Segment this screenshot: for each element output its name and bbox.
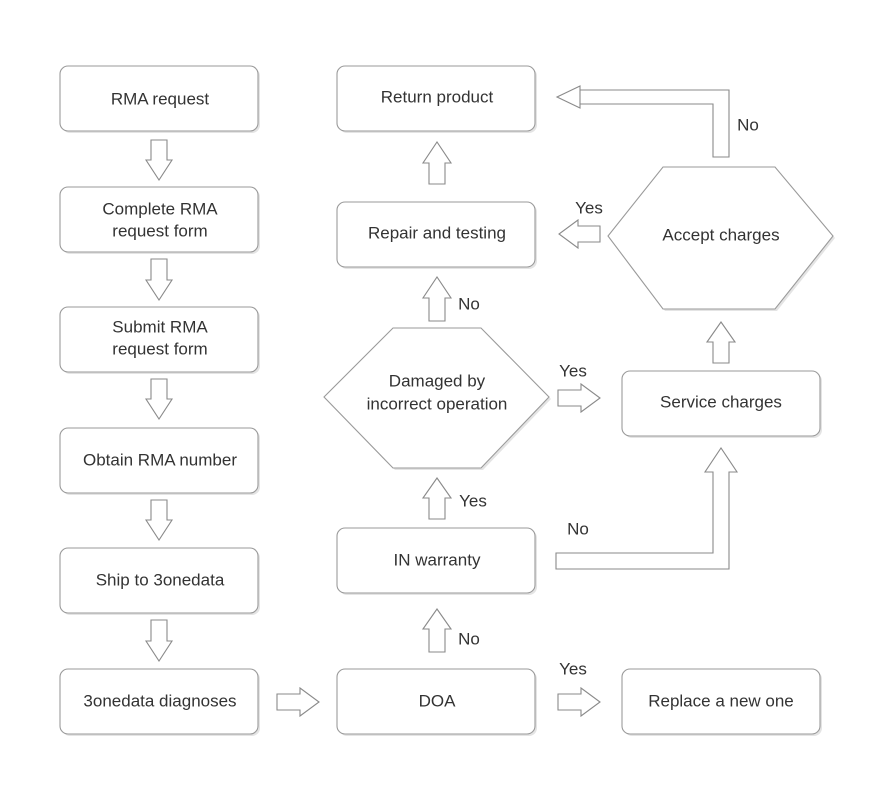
label-damaged-repair: No [458,294,480,313]
label-doa-warranty: No [458,629,480,648]
node-complete-form: Complete RMA request form [59,186,260,254]
node-rma-request: RMA request [59,65,260,133]
arrow-doa-to-replace [557,686,601,718]
node-accept-charges-label: Accept charges [662,225,779,244]
label-accept-return: No [737,115,759,134]
node-complete-form-line2: request form [112,221,207,240]
node-repair-label: Repair and testing [368,223,506,242]
node-submit-form-line2: request form [112,339,207,358]
node-submit-form-line1: Submit RMA [112,317,208,336]
arrow-warranty-to-damaged [421,477,453,520]
arrow-warranty-to-service [555,447,739,570]
label-accept-repair: Yes [575,198,603,217]
label-warranty-service: No [567,519,589,538]
node-submit-form: Submit RMA request form [59,306,260,374]
arrow-repair-to-return [421,141,453,185]
label-doa-replace: Yes [559,659,587,678]
node-repair: Repair and testing [336,201,537,269]
node-accept-charges: Accept charges [607,166,835,311]
arrow-damaged-to-repair [421,276,453,322]
node-ship-label: Ship to 3onedata [96,570,225,589]
arrow-obtain-to-ship [144,499,174,542]
node-replace-label: Replace a new one [648,691,794,710]
arrow-damaged-to-service [557,382,601,414]
label-warranty-damaged: Yes [459,491,487,510]
node-diagnoses-label: 3onedata diagnoses [83,691,236,710]
node-ship: Ship to 3onedata [59,547,260,615]
node-obtain-number: Obtain RMA number [59,427,260,495]
arrow-complete-to-submit [144,258,174,302]
node-rma-request-label: RMA request [111,89,210,108]
node-return-product: Return product [336,65,537,133]
node-complete-form-line1: Complete RMA [102,199,218,218]
node-in-warranty: IN warranty [336,527,537,595]
node-in-warranty-label: IN warranty [394,550,481,569]
node-return-product-label: Return product [381,87,494,106]
arrow-ship-to-diagnoses [144,619,174,663]
node-damaged-line2: incorrect operation [367,394,508,413]
arrow-service-to-accept [705,321,737,364]
node-service-charges-label: Service charges [660,392,782,411]
node-doa: DOA [336,668,537,736]
arrow-doa-to-warranty [421,608,453,653]
node-obtain-number-label: Obtain RMA number [83,450,237,469]
arrow-submit-to-obtain [144,378,174,421]
arrow-accept-to-repair [558,218,601,250]
node-service-charges: Service charges [621,370,822,438]
arrow-request-to-complete [144,139,174,182]
node-doa-label: DOA [419,691,457,710]
node-diagnoses: 3onedata diagnoses [59,668,260,736]
node-damaged-line1: Damaged by [389,371,486,390]
arrow-diagnoses-to-doa [276,686,320,718]
node-replace: Replace a new one [621,668,822,736]
arrow-accept-to-return [555,85,730,158]
node-damaged: Damaged by incorrect operation [323,327,551,470]
label-damaged-service: Yes [559,361,587,380]
